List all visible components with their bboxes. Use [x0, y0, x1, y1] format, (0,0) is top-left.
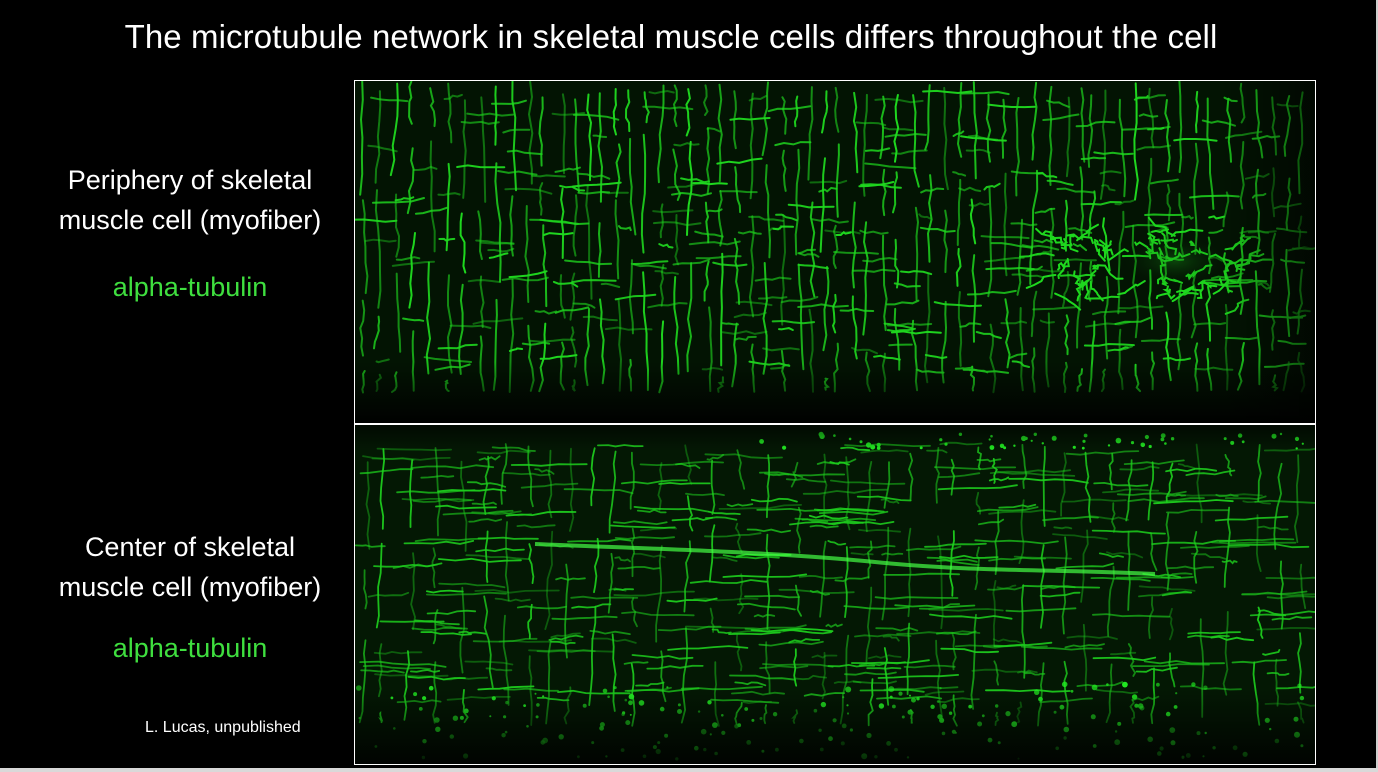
slide-title: The microtubule network in skeletal musc…	[124, 18, 1218, 55]
periphery-stain-label: alpha-tubulin	[112, 272, 268, 302]
image-credit: L. Lucas, unpublished	[145, 719, 301, 736]
periphery-label-line1: Periphery of skeletal	[67, 165, 313, 195]
center-label-block: Center of skeletal muscle cell (myofiber…	[20, 527, 360, 664]
periphery-label-block: Periphery of skeletal muscle cell (myofi…	[20, 160, 360, 303]
center-microtubule-image	[355, 424, 1315, 764]
periphery-micrograph	[354, 80, 1316, 423]
periphery-microtubule-image	[355, 81, 1315, 423]
periphery-label-line2: muscle cell (myofiber)	[58, 205, 322, 235]
center-stain-label: alpha-tubulin	[112, 633, 268, 663]
window-edge-right	[1376, 0, 1378, 772]
window-edge-bottom	[0, 768, 1378, 772]
center-label-line2: muscle cell (myofiber)	[58, 572, 322, 602]
center-micrograph	[354, 423, 1316, 765]
panel-divider	[354, 423, 1316, 425]
center-label-line1: Center of skeletal	[84, 532, 296, 562]
